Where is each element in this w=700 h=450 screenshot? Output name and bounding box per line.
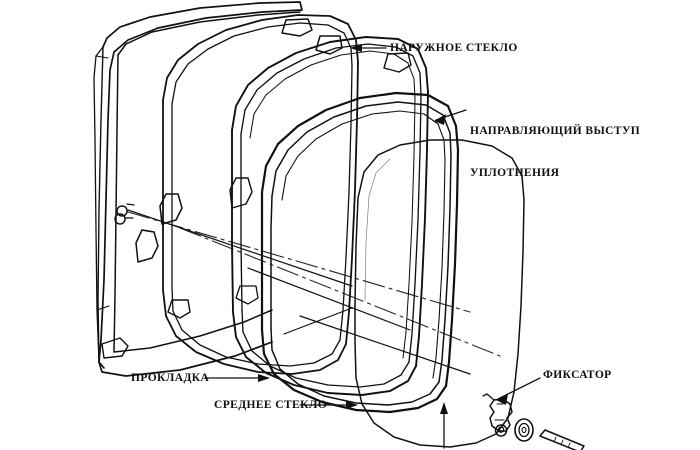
arrowhead-outer-glass bbox=[350, 44, 362, 52]
assembly-axis-lines bbox=[127, 211, 501, 357]
arrowhead-retainer bbox=[496, 394, 508, 405]
arrowhead-glass-bottom bbox=[440, 402, 448, 414]
label-seal-guide-rib: НАПРАВЛЯЮЩИЙ ВЫСТУП УПЛОТНЕНИЯ bbox=[470, 96, 640, 208]
arrowhead-gasket bbox=[258, 374, 270, 382]
construction-lines bbox=[127, 209, 471, 375]
label-seal-guide-rib-line1: НАПРАВЛЯЮЩИЙ ВЫСТУП bbox=[470, 125, 641, 137]
part-middle-glass bbox=[354, 139, 525, 448]
label-retainer: ФИКСАТОР bbox=[543, 369, 612, 381]
label-gasket: ПРОКЛАДКА bbox=[131, 372, 210, 384]
label-middle-glass: СРЕДНЕЕ СТЕКЛО bbox=[214, 399, 328, 411]
arrowheads bbox=[258, 44, 508, 414]
label-outer-glass: НАРУЖНОЕ СТЕКЛО bbox=[390, 42, 518, 54]
part-retainer-clip bbox=[482, 393, 513, 437]
part-washer bbox=[514, 418, 534, 442]
label-seal-guide-rib-line2: УПЛОТНЕНИЯ bbox=[470, 167, 560, 179]
part-outer-glass-frame bbox=[159, 14, 359, 375]
part-seal-guide-rib bbox=[229, 36, 429, 396]
part-outer-frame bbox=[93, 1, 303, 377]
arrowhead-seal-rib bbox=[434, 114, 446, 125]
part-bolt bbox=[539, 429, 585, 450]
arrowhead-middle-glass bbox=[346, 401, 358, 409]
